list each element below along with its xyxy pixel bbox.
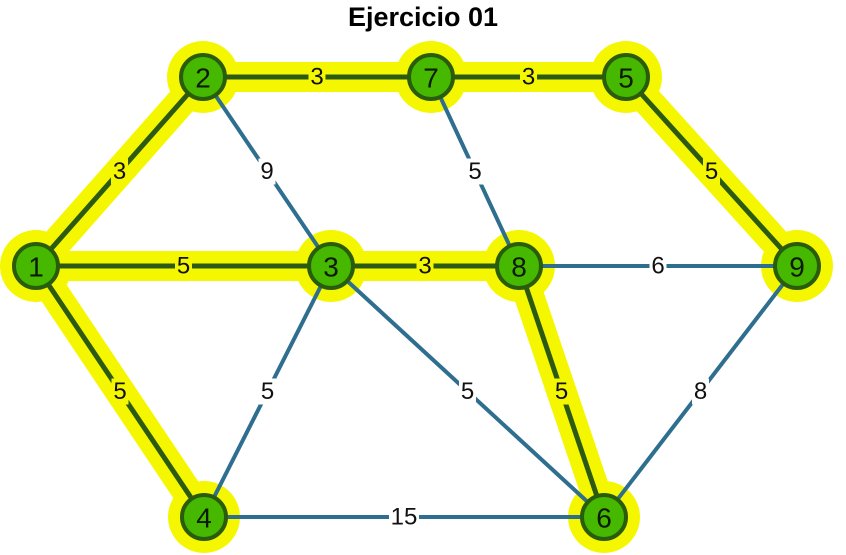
edge-weight-2-3: 9 — [260, 158, 273, 185]
node-5[interactable]: 5 — [602, 53, 650, 101]
diagram-title: Ejercicio 01 — [347, 2, 499, 32]
edge-label-bg — [466, 158, 484, 185]
node-label: 7 — [423, 63, 439, 94]
node-label: 4 — [196, 503, 212, 534]
edge-label-bg — [111, 158, 128, 185]
node-circle — [580, 493, 628, 541]
node-3[interactable]: 3 — [307, 242, 355, 290]
edge-label-bg — [259, 378, 276, 405]
node-label: 3 — [323, 252, 339, 283]
node-circle — [407, 53, 455, 101]
node-circle — [495, 242, 543, 290]
edge-weight-7-8: 5 — [468, 158, 481, 185]
edge-weight-8-6: 5 — [555, 378, 568, 405]
edge-weight-3-4: 5 — [261, 378, 274, 405]
edge-label-bg — [175, 253, 192, 279]
node-8[interactable]: 8 — [495, 242, 543, 290]
node-circle — [602, 53, 650, 101]
edge-weight-4-6: 15 — [391, 504, 418, 531]
edge-label-bg — [416, 253, 434, 279]
node-4[interactable]: 4 — [180, 493, 228, 541]
node-9[interactable]: 9 — [773, 242, 821, 290]
node-1[interactable]: 1 — [12, 242, 60, 290]
edge-label-bg — [111, 378, 129, 405]
edge-label-bg — [703, 158, 720, 185]
edge-label-bg — [308, 64, 326, 90]
node-label: 8 — [511, 252, 527, 283]
edge-weight-3-8: 3 — [418, 253, 431, 280]
edge-label-bg — [692, 378, 709, 405]
node-label: 6 — [596, 503, 612, 534]
node-2[interactable]: 2 — [179, 53, 227, 101]
node-label: 5 — [618, 63, 634, 94]
edge-weight-1-2: 3 — [113, 158, 126, 185]
edge-weight-2-7: 3 — [310, 64, 323, 91]
edge-weight-1-4: 5 — [113, 378, 126, 405]
node-circle — [773, 242, 821, 290]
edge-weight-3-6: 5 — [461, 378, 474, 405]
node-6[interactable]: 6 — [580, 493, 628, 541]
highlight-layer — [0, 41, 833, 553]
edge-weight-9-6: 8 — [694, 378, 707, 405]
edge-label-bg — [459, 378, 476, 405]
node-label: 9 — [789, 252, 805, 283]
edge-label-bg — [520, 64, 537, 90]
nodes-layer: 1 2 3 4 5 6 7 8 9 — [12, 53, 821, 541]
edge-labels-layer: 3 5 5 3 9 3 5 5 3 6 5 5 5 8 15 — [111, 64, 720, 531]
edge-weight-8-9: 6 — [651, 253, 664, 280]
edge-label-bg — [258, 158, 276, 185]
edge-label-bg — [649, 253, 667, 279]
node-label: 1 — [28, 252, 44, 283]
node-circle — [307, 242, 355, 290]
edge-label-bg — [389, 504, 419, 530]
node-circle — [179, 53, 227, 101]
node-circle — [180, 493, 228, 541]
edge-weight-7-5: 3 — [522, 64, 535, 91]
node-7[interactable]: 7 — [407, 53, 455, 101]
edge-label-bg — [553, 378, 570, 405]
node-label: 2 — [195, 63, 211, 94]
node-circle — [12, 242, 60, 290]
edge-weight-1-3: 5 — [177, 253, 190, 280]
edge-weight-5-9: 5 — [705, 158, 718, 185]
